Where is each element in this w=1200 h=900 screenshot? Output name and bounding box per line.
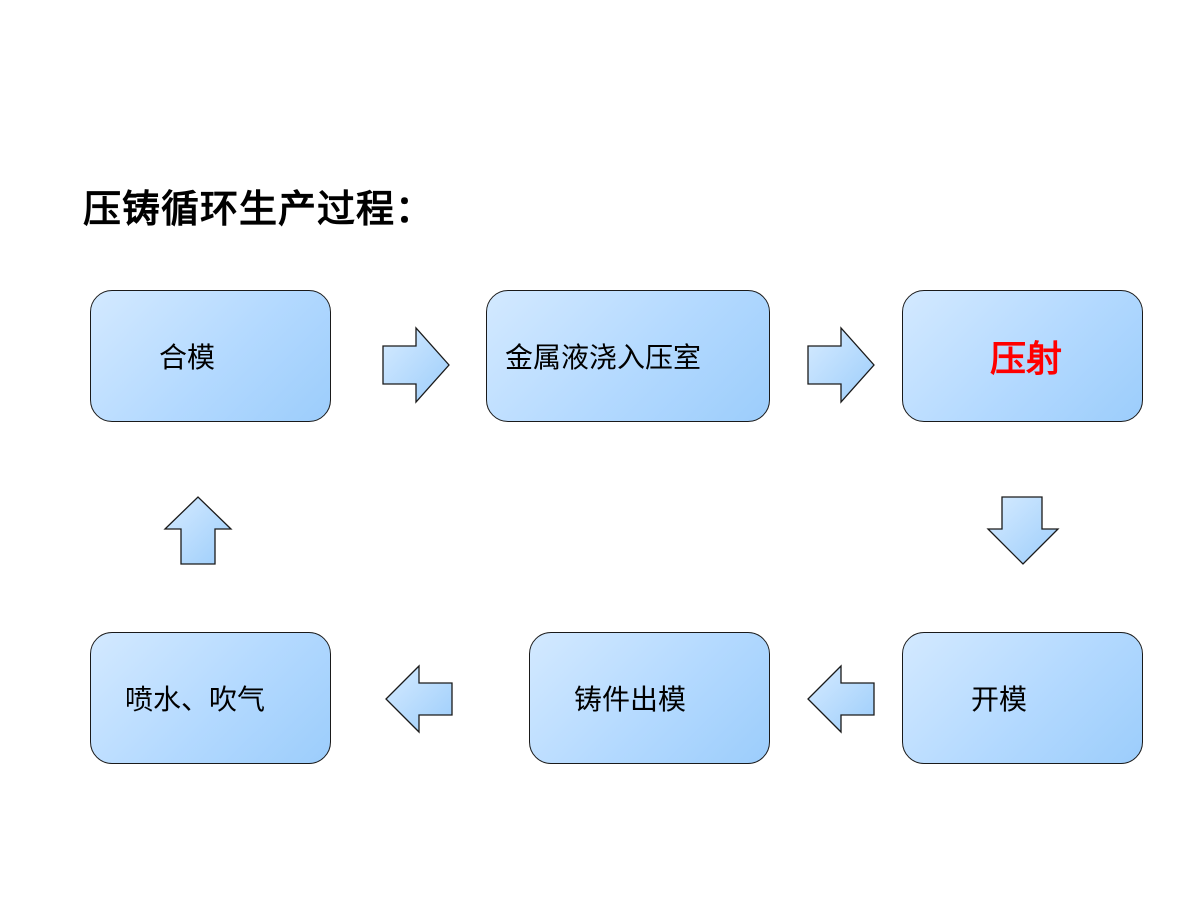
arrow-up-icon bbox=[163, 496, 233, 565]
page-title: 压铸循环生产过程： bbox=[83, 187, 435, 231]
step-label: 压射 bbox=[990, 339, 1063, 380]
step-box-pour-metal: 金属液浇入压室 bbox=[486, 290, 770, 422]
step-box-eject-casting: 铸件出模 bbox=[529, 632, 770, 764]
step-box-spray-blow: 喷水、吹气 bbox=[90, 632, 331, 764]
arrow-left-icon bbox=[385, 664, 453, 734]
step-label: 喷水、吹气 bbox=[125, 683, 266, 716]
step-label: 开模 bbox=[971, 683, 1028, 716]
step-label: 合模 bbox=[159, 341, 216, 374]
arrow-left-icon bbox=[807, 664, 875, 734]
step-label: 铸件出模 bbox=[574, 683, 687, 716]
step-box-close-mold: 合模 bbox=[90, 290, 331, 422]
arrow-down-icon bbox=[986, 496, 1060, 565]
step-box-injection: 压射 bbox=[902, 290, 1143, 422]
step-box-open-mold: 开模 bbox=[902, 632, 1143, 764]
step-label: 金属液浇入压室 bbox=[505, 341, 702, 374]
arrow-right-icon bbox=[807, 326, 875, 404]
arrow-right-icon bbox=[382, 326, 450, 404]
